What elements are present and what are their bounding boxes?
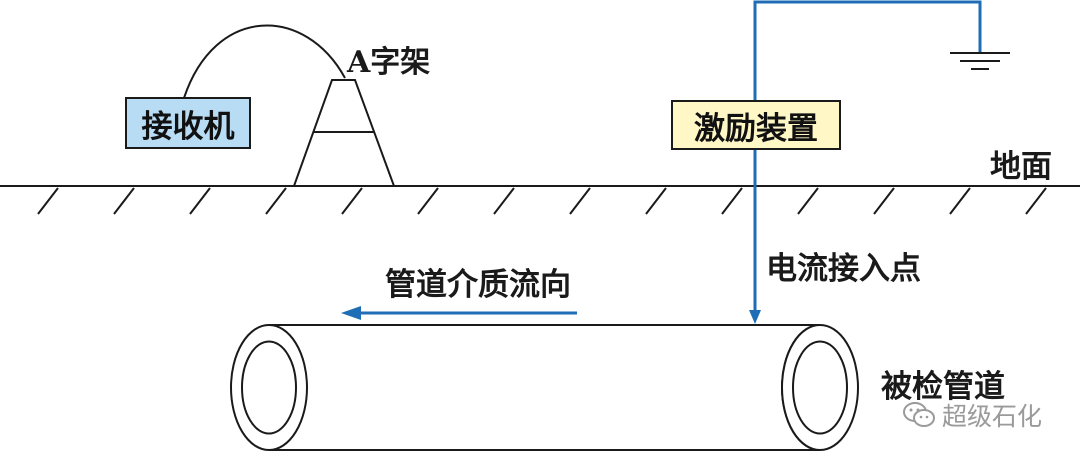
- wechat-icon: [903, 402, 935, 427]
- ground-hatching: [37, 187, 1047, 215]
- watermark: 超级石化: [902, 397, 1042, 433]
- receiver-cable: [183, 24, 346, 99]
- pipe-label: 被检管道: [881, 369, 1005, 405]
- flow-direction-label: 管道介质流向: [385, 267, 571, 303]
- ground-electrode-icon: [950, 52, 1010, 70]
- exciter-box: 激励装置: [671, 100, 841, 150]
- receiver-label: 接收机: [141, 108, 235, 145]
- current-arrowhead: [749, 310, 761, 324]
- flow-arrowhead: [341, 306, 361, 320]
- injection-point-label: 电流接入点: [766, 251, 921, 287]
- watermark-text: 超级石化: [942, 402, 1043, 431]
- current-path: [753, 0, 982, 314]
- receiver-box: 接收机: [125, 97, 251, 149]
- pipe: [230, 324, 859, 451]
- exciter-label: 激励装置: [694, 110, 818, 147]
- a-frame: [292, 79, 396, 187]
- a-frame-label: A字架: [347, 45, 431, 80]
- ground-label: 地面: [990, 149, 1052, 185]
